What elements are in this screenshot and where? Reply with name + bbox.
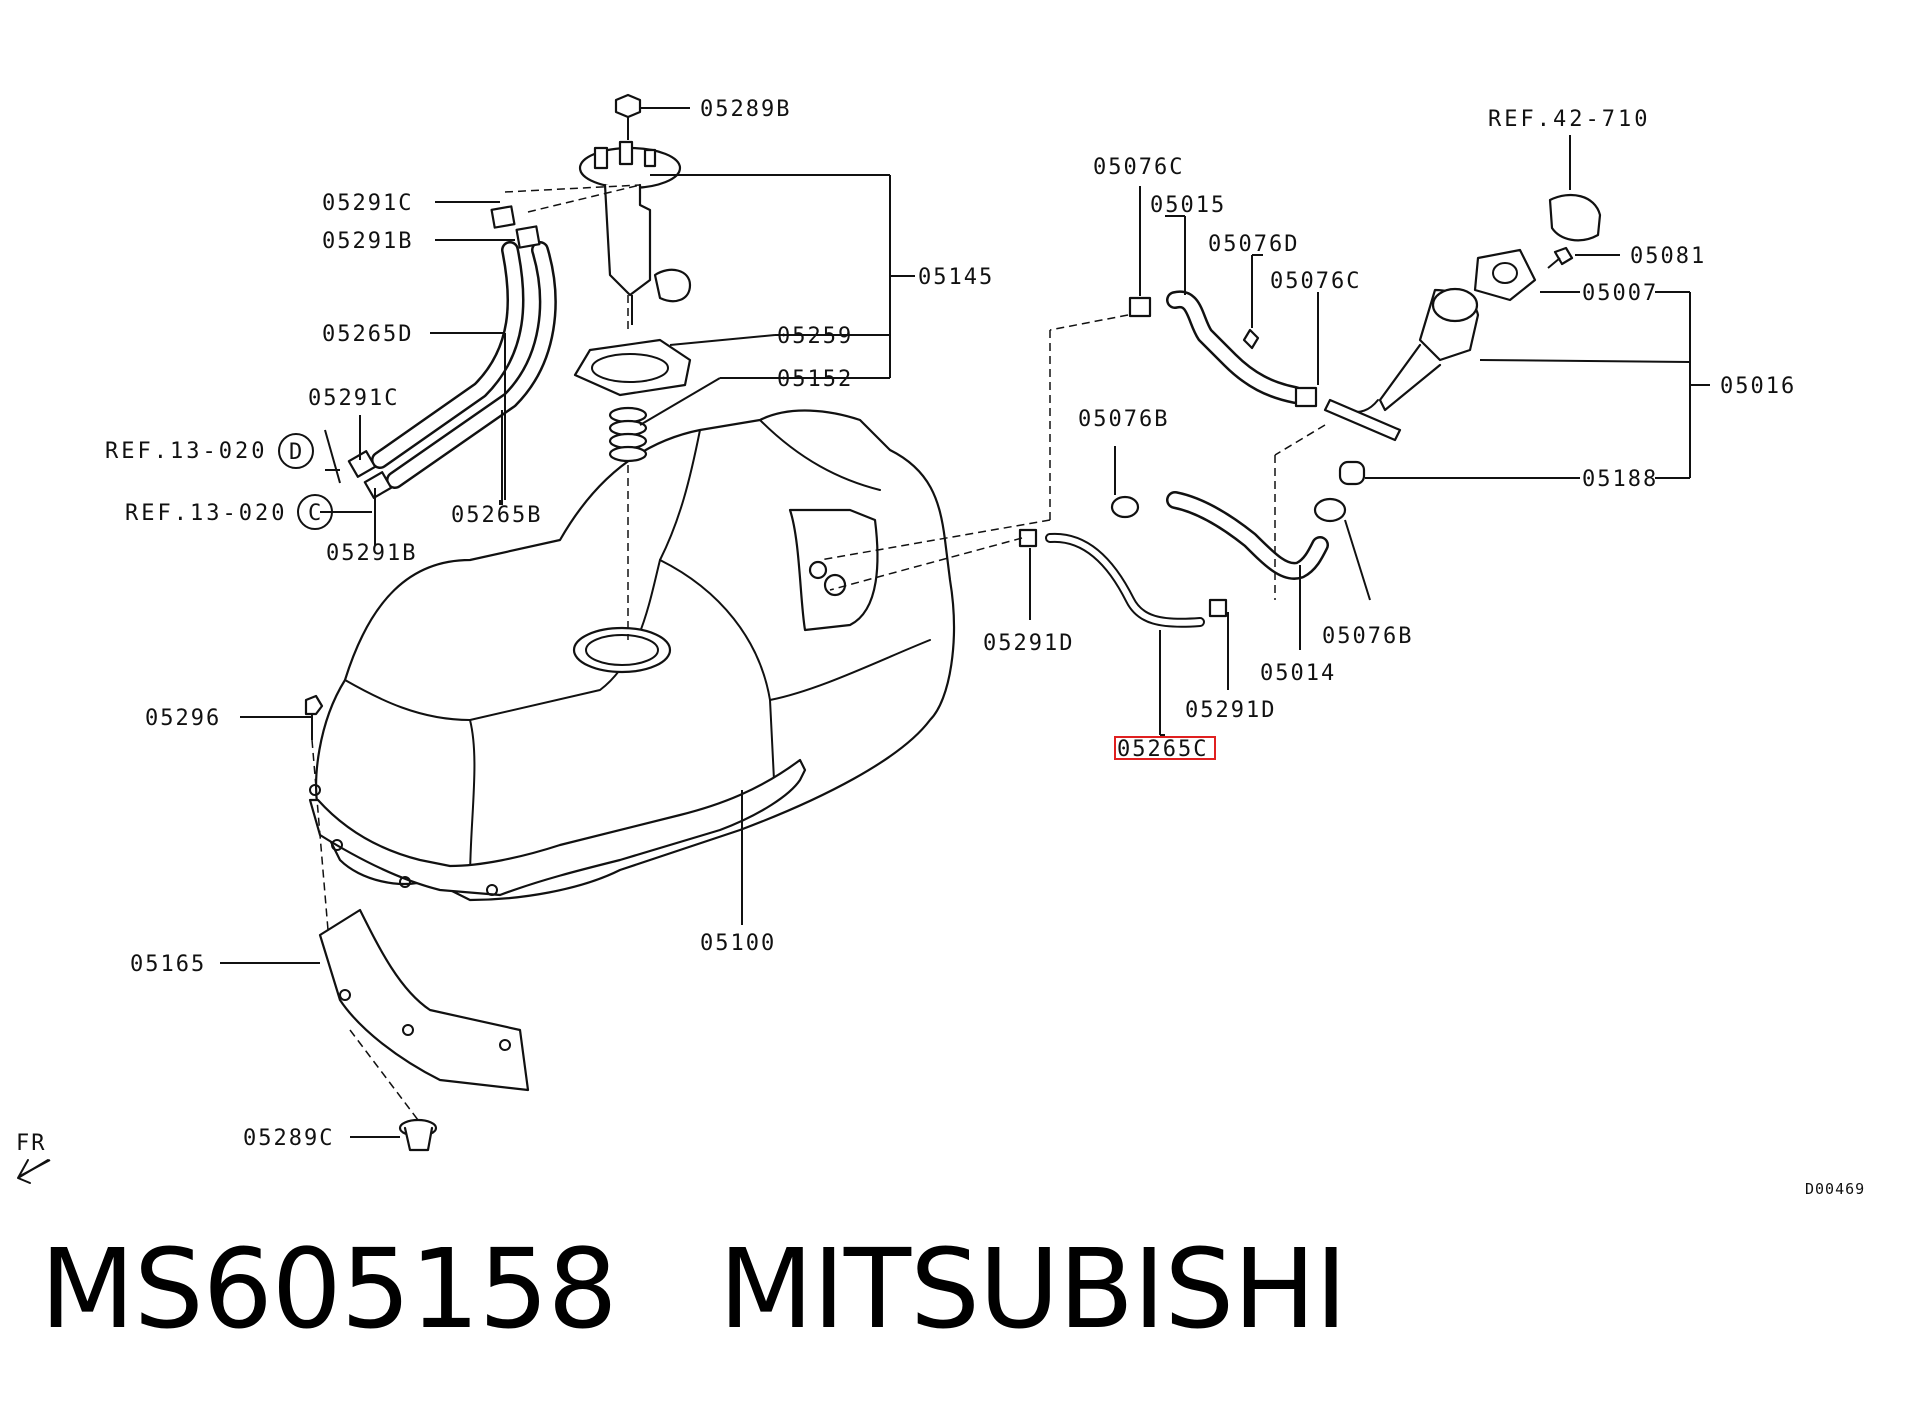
left-hoses — [347, 205, 557, 499]
label-ref-13-020-d: REF.13-020 — [105, 439, 267, 464]
label-05165: 05165 — [130, 952, 206, 977]
label-05291B-a: 05291B — [322, 229, 413, 254]
label-05015: 05015 — [1150, 193, 1226, 218]
label-05076C-b: 05076C — [1270, 269, 1361, 294]
label-05291B-b: 05291B — [326, 541, 417, 566]
leader-lines — [220, 107, 1710, 1138]
label-circle-c: C — [308, 501, 323, 526]
label-05007: 05007 — [1582, 281, 1658, 306]
ref-circle-d — [278, 433, 314, 469]
footer-title: MS605158 MITSUBISHI — [40, 1225, 1348, 1353]
label-05076D: 05076D — [1208, 232, 1299, 257]
label-05265D: 05265D — [322, 322, 413, 347]
label-05291C-b: 05291C — [308, 386, 399, 411]
label-05016: 05016 — [1720, 374, 1796, 399]
label-fr: FR — [16, 1131, 47, 1156]
label-05100: 05100 — [700, 931, 776, 956]
label-05291D-b: 05291D — [1185, 698, 1276, 723]
fuel-tank — [308, 409, 955, 902]
label-05289B: 05289B — [700, 97, 791, 122]
label-05296: 05296 — [145, 706, 221, 731]
highlight-box — [1114, 736, 1216, 760]
label-diagram-id: D00469 — [1805, 1180, 1865, 1198]
label-05076B-a: 05076B — [1078, 407, 1169, 432]
label-05259: 05259 — [777, 324, 853, 349]
fuel-tank-exploded-diagram: 05289B 05291C 05291B 05145 05265D 05259 … — [16, 93, 1865, 1198]
label-circle-d: D — [289, 440, 304, 465]
label-05291D-a: 05291D — [983, 631, 1074, 656]
front-direction-arrow — [17, 1159, 51, 1184]
label-05188: 05188 — [1582, 467, 1658, 492]
heat-protector — [304, 694, 530, 1152]
label-05289C: 05289C — [243, 1126, 334, 1151]
part-number: MS605158 — [40, 1225, 618, 1353]
label-05145: 05145 — [918, 265, 994, 290]
label-ref-42-710: REF.42-710 — [1488, 107, 1650, 132]
filler-assembly — [1018, 193, 1602, 628]
label-05014: 05014 — [1260, 661, 1336, 686]
label-05291C-a: 05291C — [322, 191, 413, 216]
label-ref-13-020-c: REF.13-020 — [125, 501, 287, 526]
ref-circle-c — [297, 494, 333, 530]
label-05152: 05152 — [777, 367, 853, 392]
label-05081: 05081 — [1630, 244, 1706, 269]
label-05265B: 05265B — [451, 503, 542, 528]
label-05265C: 05265C — [1117, 737, 1208, 762]
spring — [608, 406, 648, 463]
label-05076C-a: 05076C — [1093, 155, 1184, 180]
label-05076B-b: 05076B — [1322, 624, 1413, 649]
brand-name: MITSUBISHI — [718, 1225, 1348, 1353]
